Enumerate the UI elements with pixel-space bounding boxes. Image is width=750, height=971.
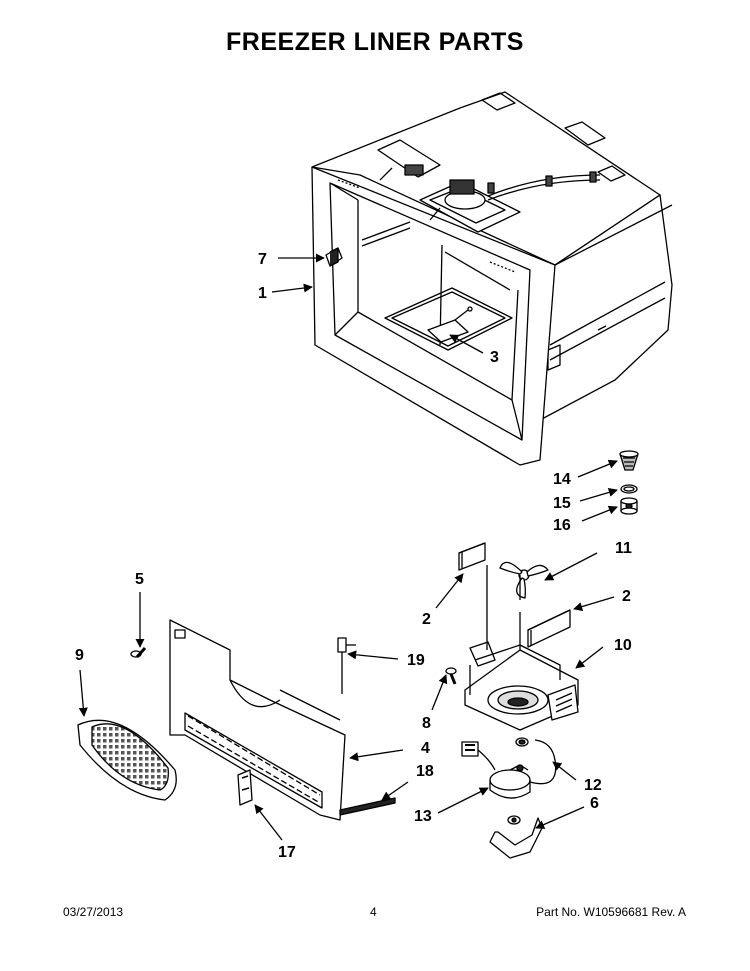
grill-9 — [77, 719, 177, 801]
page-title: FREEZER LINER PARTS — [226, 28, 524, 56]
callout-5: 5 — [135, 571, 144, 588]
sensor-19 — [337, 637, 356, 694]
footer-page-number: 4 — [370, 905, 377, 919]
callout-13: 13 — [414, 808, 432, 825]
callout-14: 14 — [553, 471, 571, 488]
callout-16: 16 — [553, 517, 571, 534]
callout-6: 6 — [590, 795, 599, 812]
callout-11: 11 — [615, 540, 632, 557]
evaporator-cover — [169, 619, 346, 821]
callout-15: 15 — [553, 495, 571, 512]
callout-8: 8 — [422, 715, 431, 732]
callout-18: 18 — [416, 763, 434, 780]
callout-12: 12 — [584, 777, 602, 794]
callout-19: 19 — [407, 652, 425, 669]
callout-9: 9 — [75, 647, 84, 664]
drain-parts — [619, 450, 639, 515]
fan-assembly — [445, 542, 579, 859]
callout-3: 3 — [490, 349, 499, 366]
tape-18 — [339, 797, 396, 816]
footer-part-number: Part No. W10596681 Rev. A — [536, 905, 686, 919]
callout-2-left: 2 — [422, 611, 431, 628]
callout-10: 10 — [614, 637, 632, 654]
callout-2-right: 2 — [622, 588, 631, 605]
callout-1: 1 — [258, 285, 267, 302]
callout-17: 17 — [278, 844, 296, 861]
callout-4: 4 — [421, 740, 430, 757]
leader-lines — [78, 253, 618, 841]
screw-5 — [130, 647, 147, 658]
footer-date: 03/27/2013 — [63, 905, 124, 919]
freezer-liner — [311, 91, 673, 466]
clip-17 — [237, 769, 253, 806]
callout-7: 7 — [258, 251, 267, 268]
